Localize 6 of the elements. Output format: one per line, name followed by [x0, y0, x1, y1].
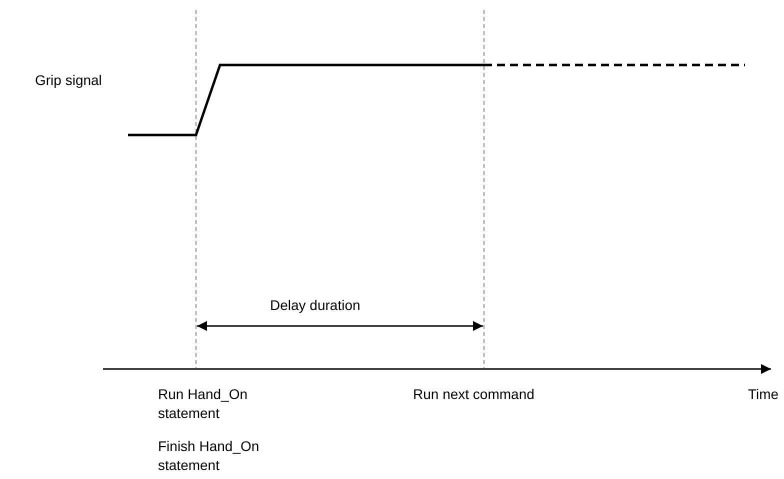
label-text: Run next command [413, 385, 536, 404]
label-text: Time [748, 385, 780, 404]
label-text: Run Hand_On statement [158, 385, 249, 423]
label-text: Delay duration [270, 296, 362, 315]
label-text: Finish Hand_On statement [158, 437, 260, 475]
label-text: Grip signal [35, 71, 103, 90]
